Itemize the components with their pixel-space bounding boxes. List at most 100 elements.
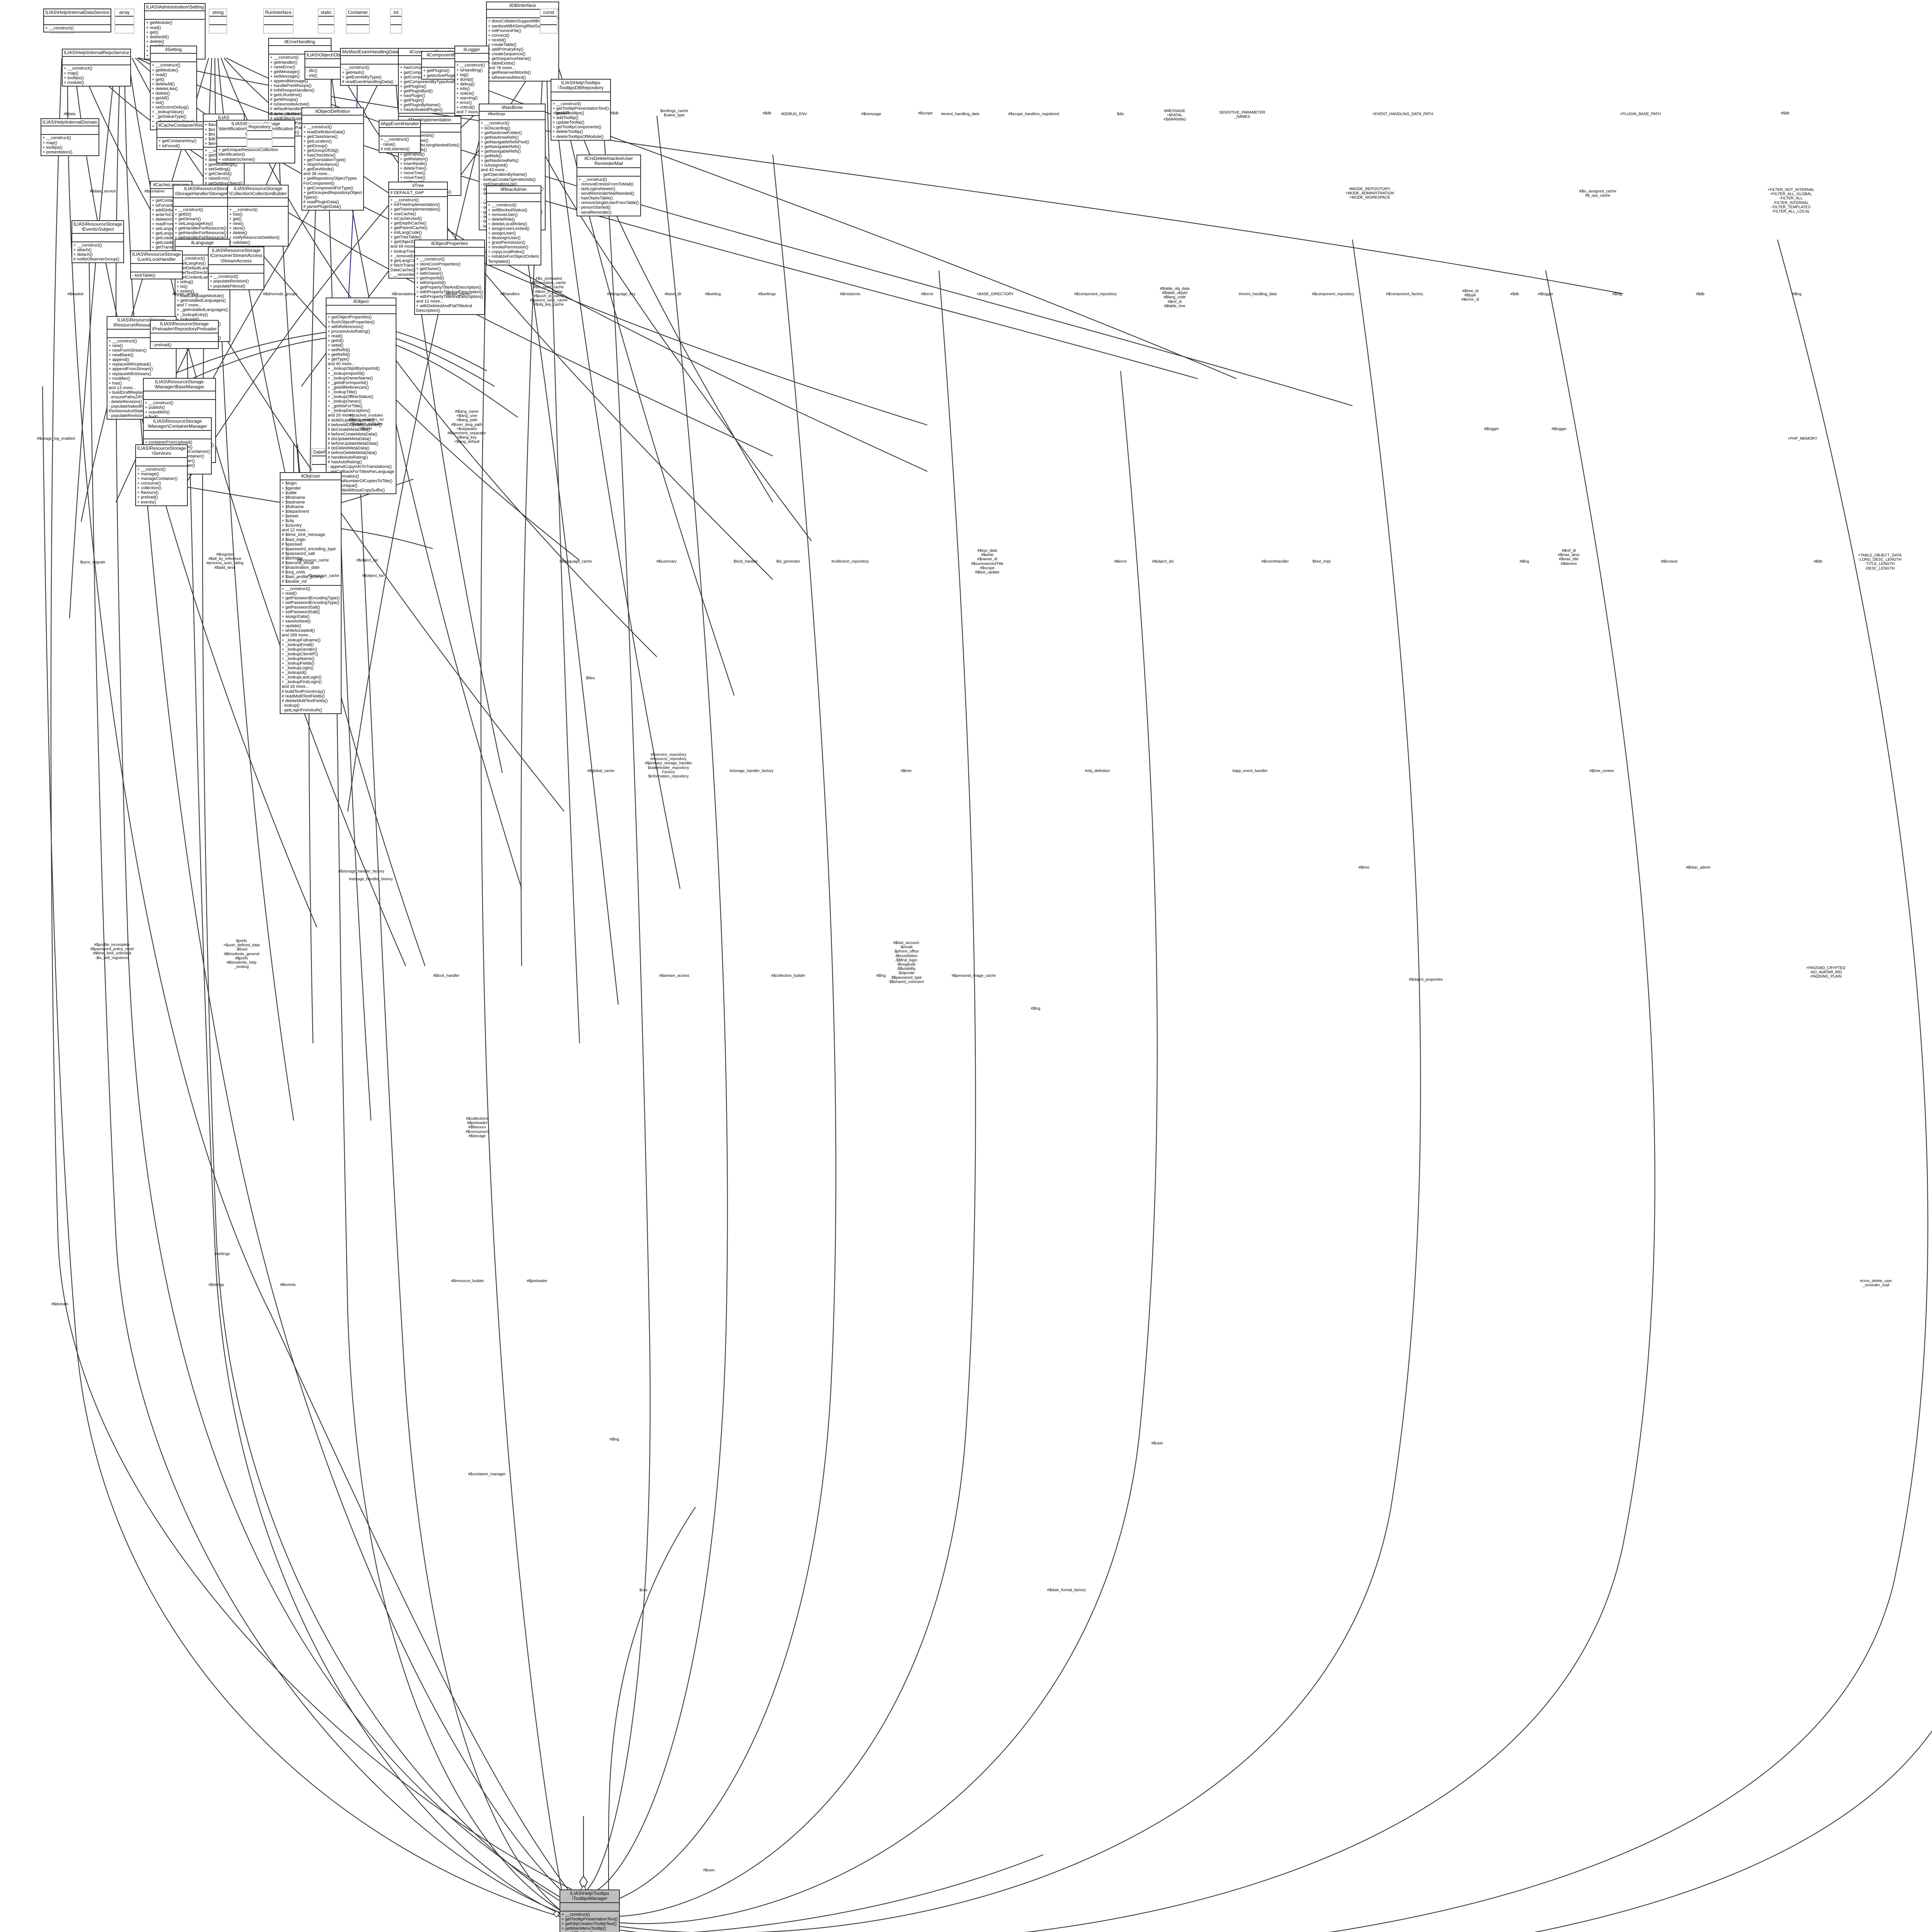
edge-label: #$settings — [758, 292, 776, 296]
edge-label: #$translations — [391, 292, 416, 296]
class-attributes — [487, 9, 559, 17]
class-attributes — [399, 123, 461, 132]
class-node[interactable]: ilObject+ getObjectProperties() + flushO… — [326, 298, 396, 494]
class-node[interactable]: array — [114, 9, 134, 34]
class-attributes — [209, 16, 226, 24]
edge-label: #$object_dic — [1152, 560, 1174, 564]
class-attributes — [151, 188, 192, 197]
edge-label: #$container_manager — [468, 1472, 506, 1476]
class-methods: + __construct() + getTooltipPresentation… — [551, 100, 610, 140]
class-title: ILIAS\Help\Tooltips \TooltipsManager — [570, 1891, 609, 1901]
edge-label: #$loaded — [67, 292, 83, 296]
class-methods: + getContainerKey() + isFound() — [157, 137, 214, 149]
class-node[interactable]: ilAppEventHandler+ __construct() - raise… — [379, 120, 421, 153]
class-attributes — [115, 16, 134, 24]
edge-label: #$object_properties — [1409, 978, 1443, 982]
class-methods — [247, 139, 272, 147]
class-node[interactable]: ILIAS\Help\InternalDataService+ __constr… — [43, 9, 112, 32]
class-node[interactable]: ilCrsDeleteInactiveUser ReminderMail+ __… — [577, 155, 641, 216]
class-node[interactable]: ILIAS\ResourceStorage \Services+ __const… — [135, 444, 188, 506]
class-node[interactable]: string — [209, 9, 227, 34]
class-node[interactable]: ILIAS\Help\Tooltips \TooltipsDBRepositor… — [551, 79, 611, 141]
edge-label: #$db — [762, 111, 772, 116]
class-node[interactable]: ILIAS\ResourceStorage \ConsumerStreamAcc… — [208, 247, 265, 290]
class-title: ILIAS\ResourceStorage \Collection\Collec… — [229, 186, 287, 197]
class-node[interactable]: ILIAS\ResourceStorage \Collection\Collec… — [227, 185, 289, 247]
edge-label: #$db — [1510, 292, 1519, 296]
edge-label: #$tree — [1358, 866, 1370, 870]
class-node[interactable]: ILIAS\ResourceStorage \Events\Subject+ _… — [71, 220, 124, 264]
class-title: ILIAS\ResourceStorage \Manager\BaseManag… — [155, 379, 204, 390]
class-node[interactable]: ilObjUser+ $login + $gender + $utitle + … — [280, 472, 342, 714]
class-methods: + __construct() + setBlockedStatus() + r… — [487, 201, 541, 264]
edge-label: #MODE_REPOSITORY +MODE_ADMINISTRATION +M… — [1345, 187, 1395, 200]
edge-label: #$tree_id #$type #$error_id — [1461, 289, 1479, 302]
edge-label: $css — [639, 1588, 648, 1592]
edge-label: #MESSAGE +$FATAL +$WARNING — [1163, 109, 1186, 122]
class-node[interactable]: ILIAS\ResourceStorage \Preloader\Reposit… — [150, 320, 219, 349]
class-attributes — [422, 58, 473, 67]
edge-label: $dic — [1117, 112, 1124, 116]
class-node[interactable]: Container — [346, 9, 370, 34]
class-title: ILIAS\ResourceStorage \Preloader\Reposit… — [152, 321, 217, 332]
edge-label: SENSITIVE_PARAMETER _NAMES — [1219, 111, 1265, 119]
class-node[interactable]: ilRbacAdmin + __construct() + setBlockedS… — [486, 185, 541, 265]
edge-label: #$browse — [1661, 560, 1678, 564]
class-title: ilCacheContainer\Request — [158, 122, 213, 128]
edge-label: #$service_repository #resource_repositor… — [645, 753, 692, 779]
edge-label: #$user — [1151, 1441, 1163, 1446]
class-attributes — [151, 332, 218, 341]
class-title: ILIAS\ResourceStorage \Lock\LockHandler — [132, 252, 181, 262]
edge-label: #$user — [703, 1868, 715, 1872]
class-title: ilObjectProperties — [431, 241, 468, 246]
edge-label: #$lock_handler — [433, 974, 459, 978]
class-node[interactable]: ilSetting+ __construct() + getModule() +… — [150, 46, 197, 130]
class-node[interactable]: int — [390, 9, 402, 34]
class-node[interactable]: ilObjectDefinition+ __construct() + read… — [301, 107, 364, 211]
edge-label: #storage_handler_factory — [730, 769, 774, 773]
edge-label: #$events — [280, 1283, 296, 1287]
class-title: ilRbacAdmin — [500, 187, 527, 192]
class-attributes — [551, 91, 610, 100]
edge-label: #$db — [1781, 111, 1790, 116]
class-title: array — [119, 10, 130, 15]
class-title: ilObjectDefinition — [315, 109, 350, 114]
class-node[interactable]: const — [540, 9, 558, 34]
class-attributes — [577, 167, 640, 176]
class-methods: - __construct() + getHash() + getEventsB… — [341, 64, 400, 85]
class-attributes — [560, 1902, 619, 1911]
edge-label: #$collections #$preloader #$flavours #$c… — [465, 1117, 489, 1138]
edge-label: #$component_repository — [1074, 292, 1117, 296]
class-title: ilLogger — [463, 47, 480, 52]
class-node[interactable]: Repository — [247, 123, 273, 148]
class-node[interactable]: ILIAS\Help\InternalRepoService+ __constr… — [62, 49, 131, 87]
edge-label: $settings_cache $value_type — [660, 109, 689, 118]
edge-label: #$language_key — [607, 292, 636, 296]
edge-label: #$db — [610, 111, 619, 116]
edge-label: #$eventHandler — [1261, 560, 1289, 564]
edge-label: #$scope_handlers_registered — [1008, 112, 1059, 116]
class-title: ILIAS\Help\InternalDomain — [43, 119, 98, 125]
edge-label: #$container — [144, 189, 165, 194]
class-attributes — [341, 55, 400, 64]
class-node[interactable]: ilArtifactExamHandlingData- __construct(… — [340, 48, 401, 86]
class-methods: + __construct() + storeCoreProperties() … — [415, 255, 484, 314]
edge-label: #$is_assigned_cache #$_ops_cache — [1579, 189, 1617, 198]
class-node[interactable]: ILIAS\ResourceStorage \Lock\LockHandler-… — [130, 250, 183, 279]
edge-label: $module — [554, 111, 570, 116]
class-title: ilNavBrow — [502, 105, 523, 110]
class-attributes — [157, 129, 214, 137]
edge-label: #storage_handler_factory — [349, 877, 393, 881]
edge-label: #$object_list — [356, 558, 378, 563]
class-title: ILIAS\Administration\Setting — [146, 4, 204, 10]
class-title: int — [393, 10, 399, 15]
class-node[interactable]: ILIAS\Help\Tooltips \TooltipsManager+ __… — [560, 1889, 620, 1932]
class-node[interactable]: static — [318, 9, 335, 34]
class-title: ILIAS\Help\Tooltips \TooltipsDBRepositor… — [558, 80, 604, 91]
class-attributes — [541, 16, 557, 24]
class-node[interactable]: ilObjectProperties + __construct() + stor… — [414, 240, 485, 315]
class-methods: + __construct() + new() + newFromStream(… — [107, 337, 176, 419]
class-node[interactable]: RunInterface — [263, 9, 294, 34]
class-node[interactable]: ILIAS\Help\InternalDomain+ __construct()… — [41, 118, 100, 156]
